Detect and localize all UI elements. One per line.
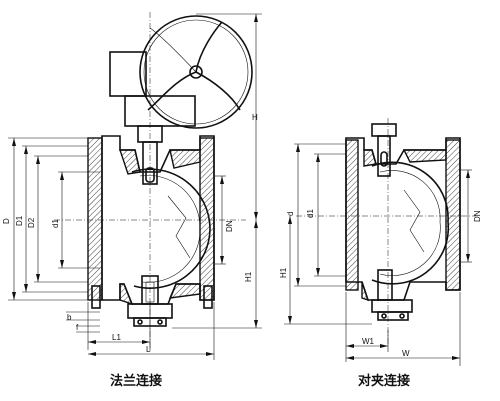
right-flange — [199, 137, 215, 301]
wafer-dim-DN: DN — [473, 210, 482, 222]
handwheel — [139, 15, 253, 129]
dim-H1: H1 — [244, 271, 253, 282]
wafer-right-face — [445, 139, 461, 291]
dim-b: b — [67, 313, 72, 322]
dim-L: L — [146, 345, 151, 354]
wafer-dim-W: W — [402, 349, 410, 358]
wafer-dim-d1: d1 — [306, 209, 315, 218]
dim-f: f — [76, 323, 79, 332]
flanged-valve-view: D D1 D2 d1 DN H — [2, 12, 262, 389]
dim-D1: D1 — [15, 215, 24, 226]
dim-H: H — [252, 113, 258, 122]
wafer-stem — [377, 135, 391, 177]
gearbox-housing — [124, 95, 196, 127]
wafer-ball — [371, 161, 450, 285]
dim-D: D — [2, 218, 11, 224]
right-view-caption: 对夹连接 — [358, 373, 410, 389]
dim-d1: d1 — [51, 219, 60, 228]
wafer-left-face — [345, 139, 359, 291]
wafer-body — [345, 137, 461, 301]
wafer-dim-H1: H1 — [279, 267, 288, 278]
ball — [131, 168, 211, 289]
wafer-dim-W1: W1 — [362, 337, 375, 346]
wafer-dim-d: d — [286, 212, 295, 216]
dim-D2: D2 — [27, 217, 36, 228]
wafer-bottom-cover — [371, 299, 413, 313]
left-flange — [87, 137, 103, 301]
dim-DN: DN — [225, 220, 234, 232]
left-view-caption: 法兰连接 — [110, 373, 162, 389]
dim-L1: L1 — [112, 333, 121, 342]
wafer-valve-view: d d1 DN H1 W1 W 对夹连接 — [279, 118, 482, 389]
